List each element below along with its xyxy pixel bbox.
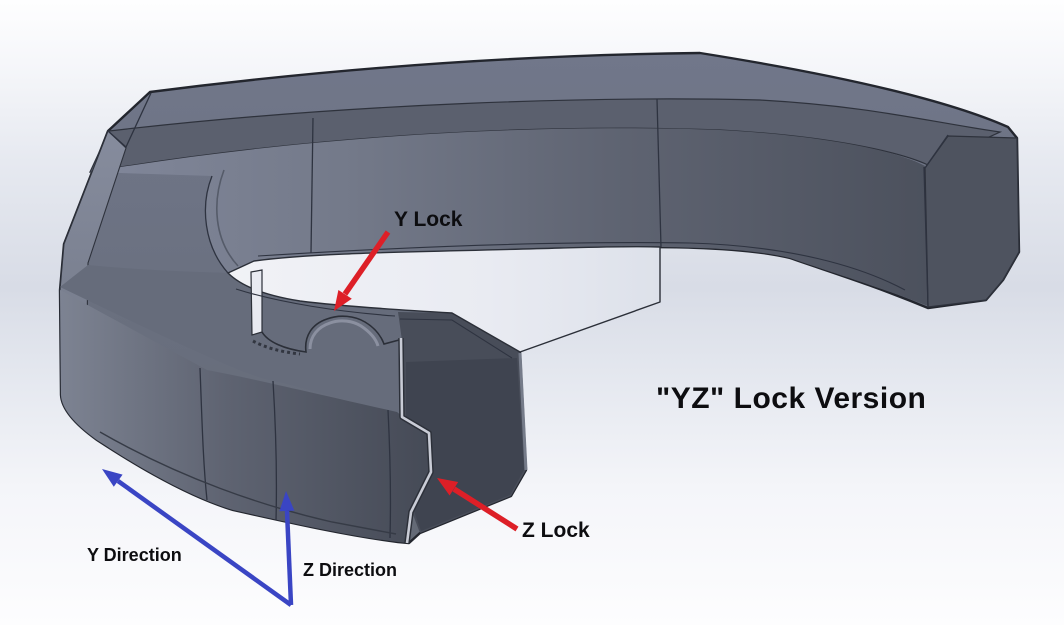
y-direction-label: Y Direction <box>87 545 182 565</box>
z-direction-label: Z Direction <box>303 560 398 580</box>
channel-serration <box>252 339 301 356</box>
jaw-front-face <box>60 290 432 543</box>
z-lock-label: Z Lock <box>522 519 590 542</box>
version-title: "YZ" Lock Version <box>656 382 927 415</box>
y-lock-label: Y Lock <box>394 208 463 231</box>
y-lock-bump <box>261 315 400 353</box>
z-lock-slit <box>399 337 433 544</box>
y-lock-bump-chamfer <box>308 319 380 350</box>
y-direction-arrow <box>102 469 293 607</box>
z-lock-arrow <box>437 478 519 532</box>
z-direction-arrow <box>279 491 295 606</box>
arm-front-face <box>90 128 928 306</box>
edge-lines <box>99 92 949 539</box>
arm-end-cap <box>924 135 1020 308</box>
jaw-right-edge-highlight <box>518 352 528 471</box>
y-lock-arrow <box>334 230 391 311</box>
jaw-right-front <box>406 358 524 531</box>
